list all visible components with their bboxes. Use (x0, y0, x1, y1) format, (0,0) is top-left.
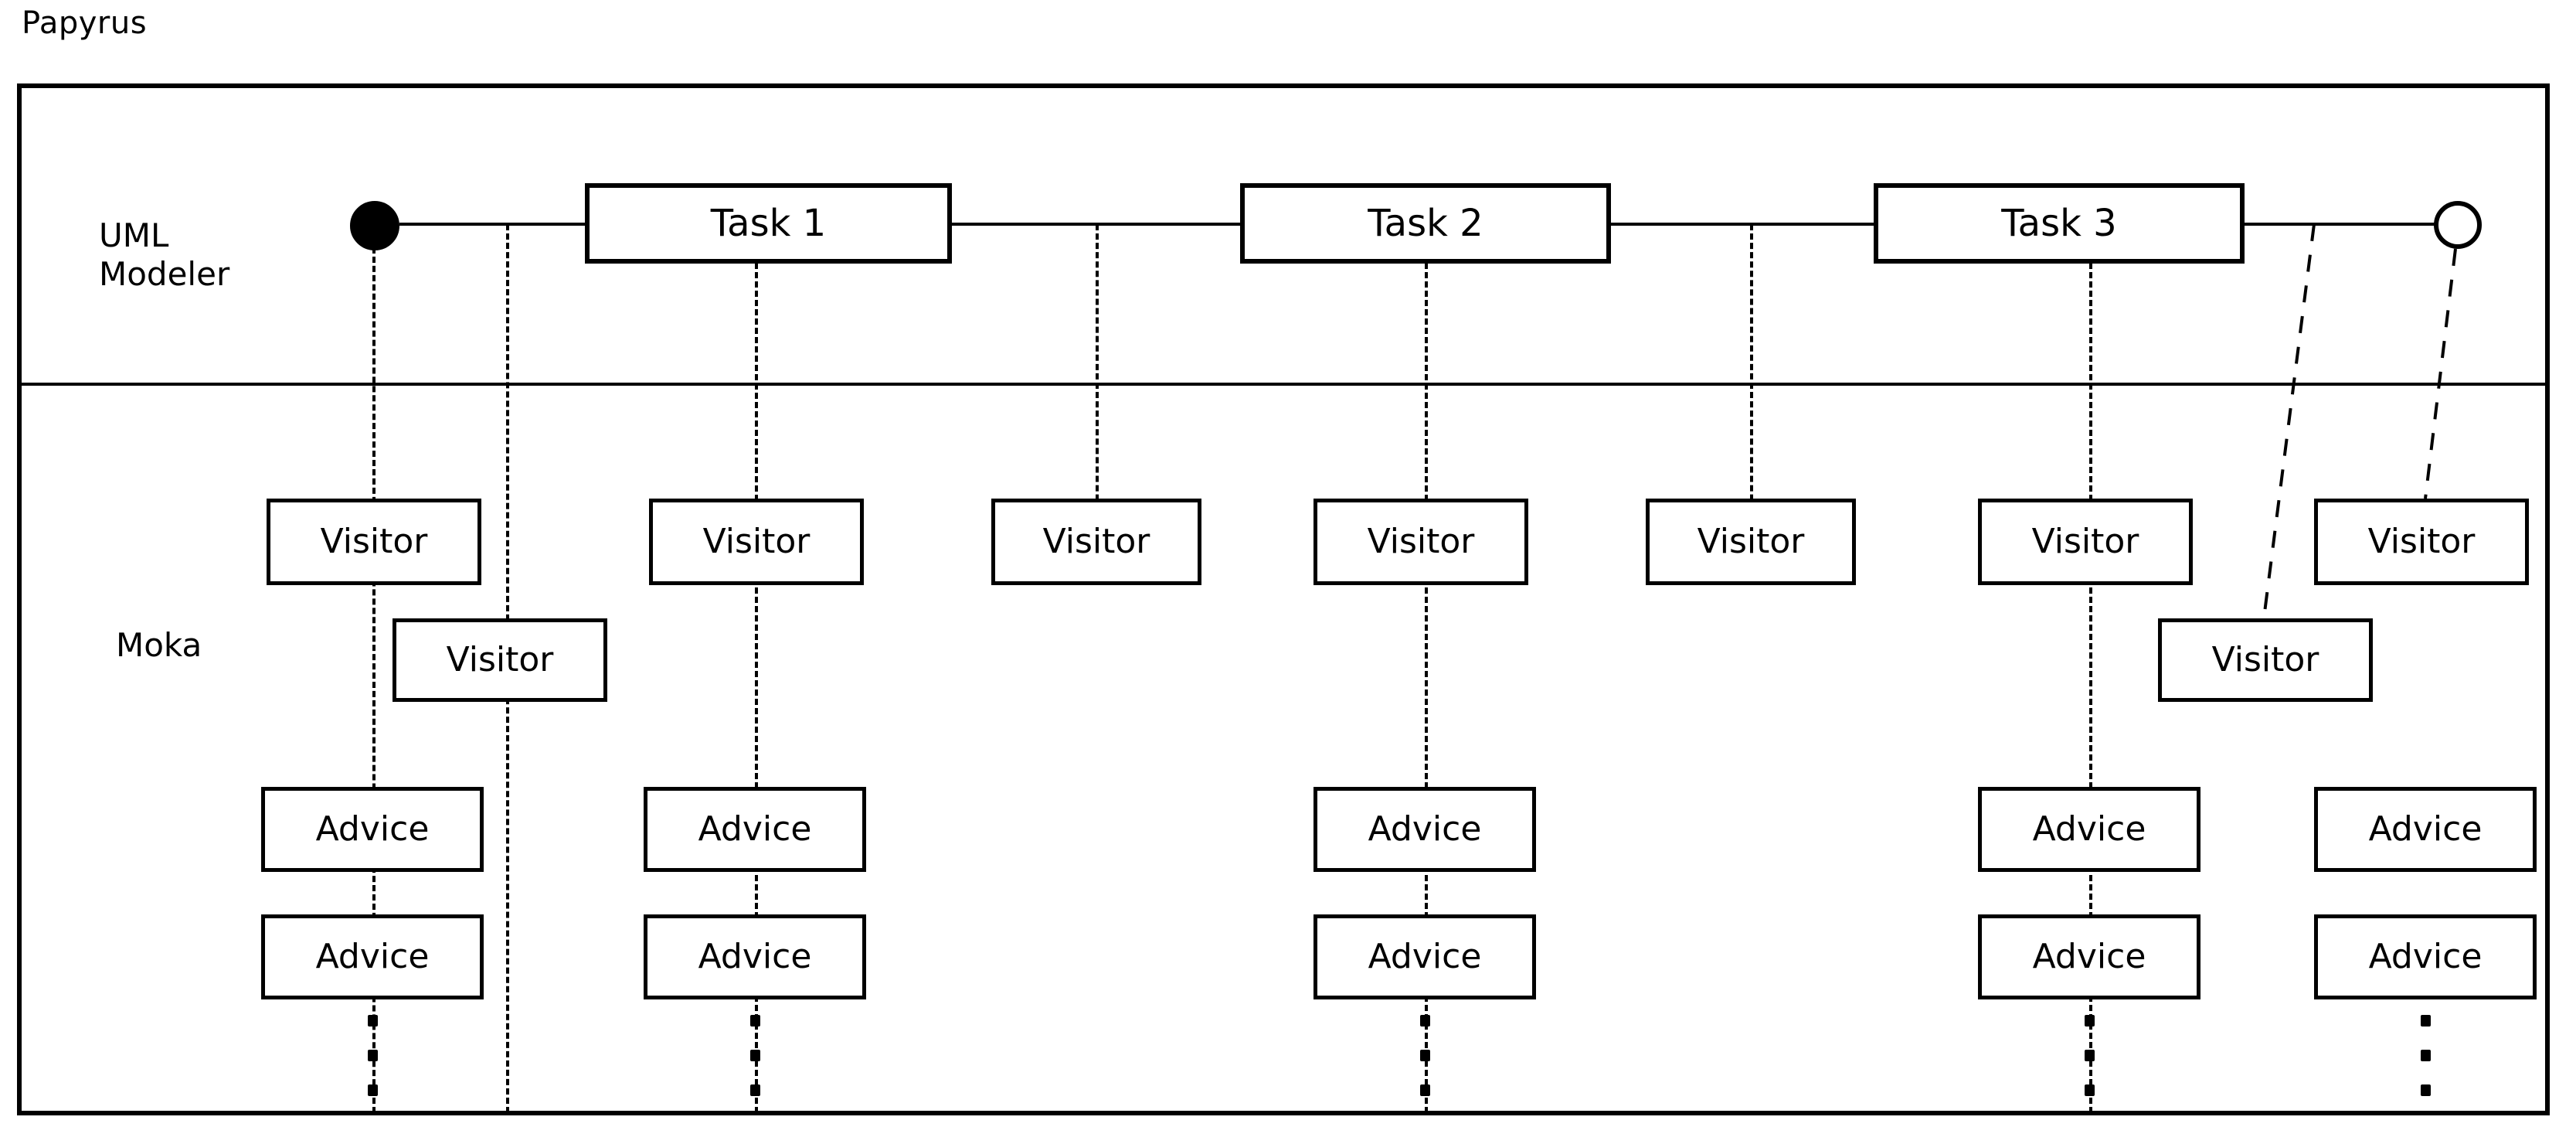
visitor-label: Visitor (320, 522, 428, 561)
lifeline-task1 (755, 263, 758, 1113)
advice-col-1-row-2[interactable]: Advice (261, 914, 484, 999)
swimlane-label-moka: Moka (116, 626, 202, 664)
advice-label: Advice (2032, 809, 2146, 849)
visitor-label: Visitor (1367, 522, 1475, 561)
task-1[interactable]: Task 1 (585, 183, 952, 264)
advice-label: Advice (698, 937, 812, 976)
advice-col-4-row-1[interactable]: Advice (1978, 787, 2200, 872)
vertical-ellipsis-icon-3 (1417, 1015, 1432, 1096)
visitor-5[interactable]: Visitor (1646, 499, 1856, 585)
page-title: Papyrus (22, 5, 148, 41)
advice-col-4-row-2[interactable]: Advice (1978, 914, 2200, 999)
advice-label: Advice (2368, 809, 2483, 849)
advice-col-3-row-1[interactable]: Advice (1313, 787, 1536, 872)
visitor-offset-2[interactable]: Visitor (2158, 618, 2373, 702)
initial-node-icon[interactable] (350, 201, 399, 250)
visitor-label: Visitor (446, 640, 554, 679)
advice-label: Advice (315, 937, 430, 976)
advice-col-2-row-1[interactable]: Advice (644, 787, 866, 872)
task-label: Task 2 (1368, 202, 1483, 245)
visitor-label: Visitor (1042, 522, 1150, 561)
advice-label: Advice (1368, 937, 1482, 976)
advice-col-5-row-2[interactable]: Advice (2314, 914, 2537, 999)
visitor-label: Visitor (1697, 522, 1805, 561)
advice-col-5-row-1[interactable]: Advice (2314, 787, 2537, 872)
swimlane-divider (17, 383, 2550, 386)
task-label: Task 3 (2001, 202, 2117, 245)
lifeline-task3 (2089, 263, 2092, 1113)
task-3[interactable]: Task 3 (1874, 183, 2245, 264)
advice-col-1-row-1[interactable]: Advice (261, 787, 484, 872)
task-2[interactable]: Task 2 (1240, 183, 1611, 264)
advice-label: Advice (315, 809, 430, 849)
advice-label: Advice (2368, 937, 2483, 976)
advice-col-2-row-2[interactable]: Advice (644, 914, 866, 999)
visitor-1[interactable]: Visitor (267, 499, 481, 585)
visitor-2[interactable]: Visitor (649, 499, 864, 585)
task-label: Task 1 (710, 202, 827, 245)
lifeline-edge-2 (1096, 224, 1099, 557)
visitor-label: Visitor (2211, 640, 2319, 679)
lifeline-edge-3 (1750, 224, 1753, 557)
vertical-ellipsis-icon-4 (2082, 1015, 2097, 1096)
visitor-label: Visitor (2031, 522, 2139, 561)
visitor-3[interactable]: Visitor (991, 499, 1201, 585)
edge-initial-task1 (399, 223, 586, 226)
lifeline-initial (372, 247, 376, 1113)
visitor-label: Visitor (2367, 522, 2476, 561)
edge-task2-task3 (1611, 223, 1875, 226)
advice-col-3-row-2[interactable]: Advice (1313, 914, 1536, 999)
advice-label: Advice (698, 809, 812, 849)
visitor-6[interactable]: Visitor (1978, 499, 2193, 585)
edge-task1-task2 (952, 223, 1242, 226)
vertical-ellipsis-icon-5 (2418, 1015, 2433, 1096)
advice-label: Advice (2032, 937, 2146, 976)
visitor-label: Visitor (702, 522, 811, 561)
lifeline-task2 (1425, 263, 1428, 1113)
visitor-4[interactable]: Visitor (1313, 499, 1528, 585)
visitor-7[interactable]: Visitor (2314, 499, 2529, 585)
vertical-ellipsis-icon-2 (747, 1015, 763, 1096)
final-node-icon[interactable] (2434, 201, 2482, 249)
edge-task3-final (2245, 223, 2435, 226)
visitor-offset-1[interactable]: Visitor (393, 618, 607, 702)
vertical-ellipsis-icon-1 (365, 1015, 380, 1096)
swimlane-label-uml-modeler: UML Modeler (99, 216, 230, 293)
advice-label: Advice (1368, 809, 1482, 849)
